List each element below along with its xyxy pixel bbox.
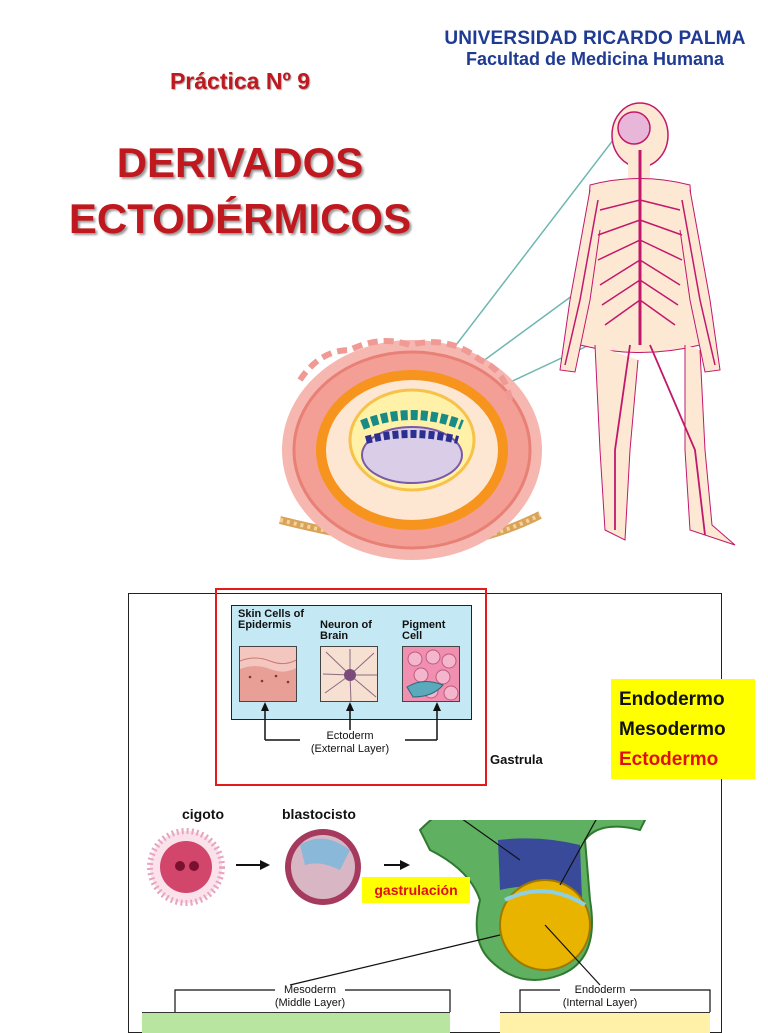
practice-number: Práctica Nº 9 [169, 68, 311, 94]
development-stages-illustration [147, 820, 711, 1012]
pigment-cell-image [402, 646, 460, 702]
mesoderm-caption: Mesoderm (Middle Layer) [240, 984, 380, 1010]
neuron-label: Neuron of Brain [320, 619, 372, 642]
ectoderm-caption: Ectoderm (External Layer) [290, 730, 410, 756]
human-nervous-system-drawing [559, 102, 736, 546]
legend-mesodermo: Mesodermo [619, 719, 726, 740]
pigment-cell-label: Pigment Cell [402, 619, 446, 642]
ectoderm-sublabel: (External Layer) [310, 743, 390, 755]
ectoderm-label: Ectoderm [326, 730, 374, 742]
embryo-drawing [279, 338, 542, 560]
mesoderm-sublabel: (Middle Layer) [274, 997, 346, 1009]
blastocisto-label: blastocisto [282, 806, 356, 822]
ectoderm-derivatives-panel: Skin Cells of Epidermis Neuron of Brain … [231, 605, 472, 720]
title-line-2: ECTODÉRMICOS [68, 195, 412, 242]
gastrulacion-label: gastrulación [362, 877, 470, 903]
legend-endodermo: Endodermo [619, 689, 725, 710]
skin-cells-label: Skin Cells of Epidermis [238, 608, 305, 631]
zygote-drawing [147, 828, 225, 906]
endoderm-caption: Endoderm (Internal Layer) [540, 984, 660, 1010]
university-header: UNIVERSIDAD RICARDO PALMA Facultad de Me… [430, 28, 760, 70]
endoderm-sublabel: (Internal Layer) [562, 997, 638, 1009]
slide-title: DERIVADOS ECTODÉRMICOS [60, 135, 420, 247]
mesoderm-derivatives-row [142, 1012, 450, 1033]
mesoderm-label: Mesoderm [284, 984, 336, 996]
endoderm-label: Endoderm [574, 984, 626, 996]
title-line-1: DERIVADOS [116, 139, 364, 186]
endoderm-derivatives-row [500, 1012, 710, 1033]
ectoderm-arrows [261, 702, 441, 741]
germ-layer-legend: Endodermo Mesodermo Ectodermo [611, 679, 755, 779]
faculty-name: Facultad de Medicina Humana [465, 49, 725, 69]
legend-ectodermo: Ectodermo [619, 749, 719, 770]
blastocyst-drawing [285, 829, 361, 905]
university-name: UNIVERSIDAD RICARDO PALMA [444, 28, 746, 49]
skin-cells-image [239, 646, 297, 702]
neuron-image [320, 646, 378, 702]
cigoto-label: cigoto [182, 806, 224, 822]
gastrula-label: Gastrula [490, 752, 543, 767]
ectoderm-highlight-box [215, 588, 487, 786]
embryo-nervous-system-illustration [279, 102, 736, 560]
